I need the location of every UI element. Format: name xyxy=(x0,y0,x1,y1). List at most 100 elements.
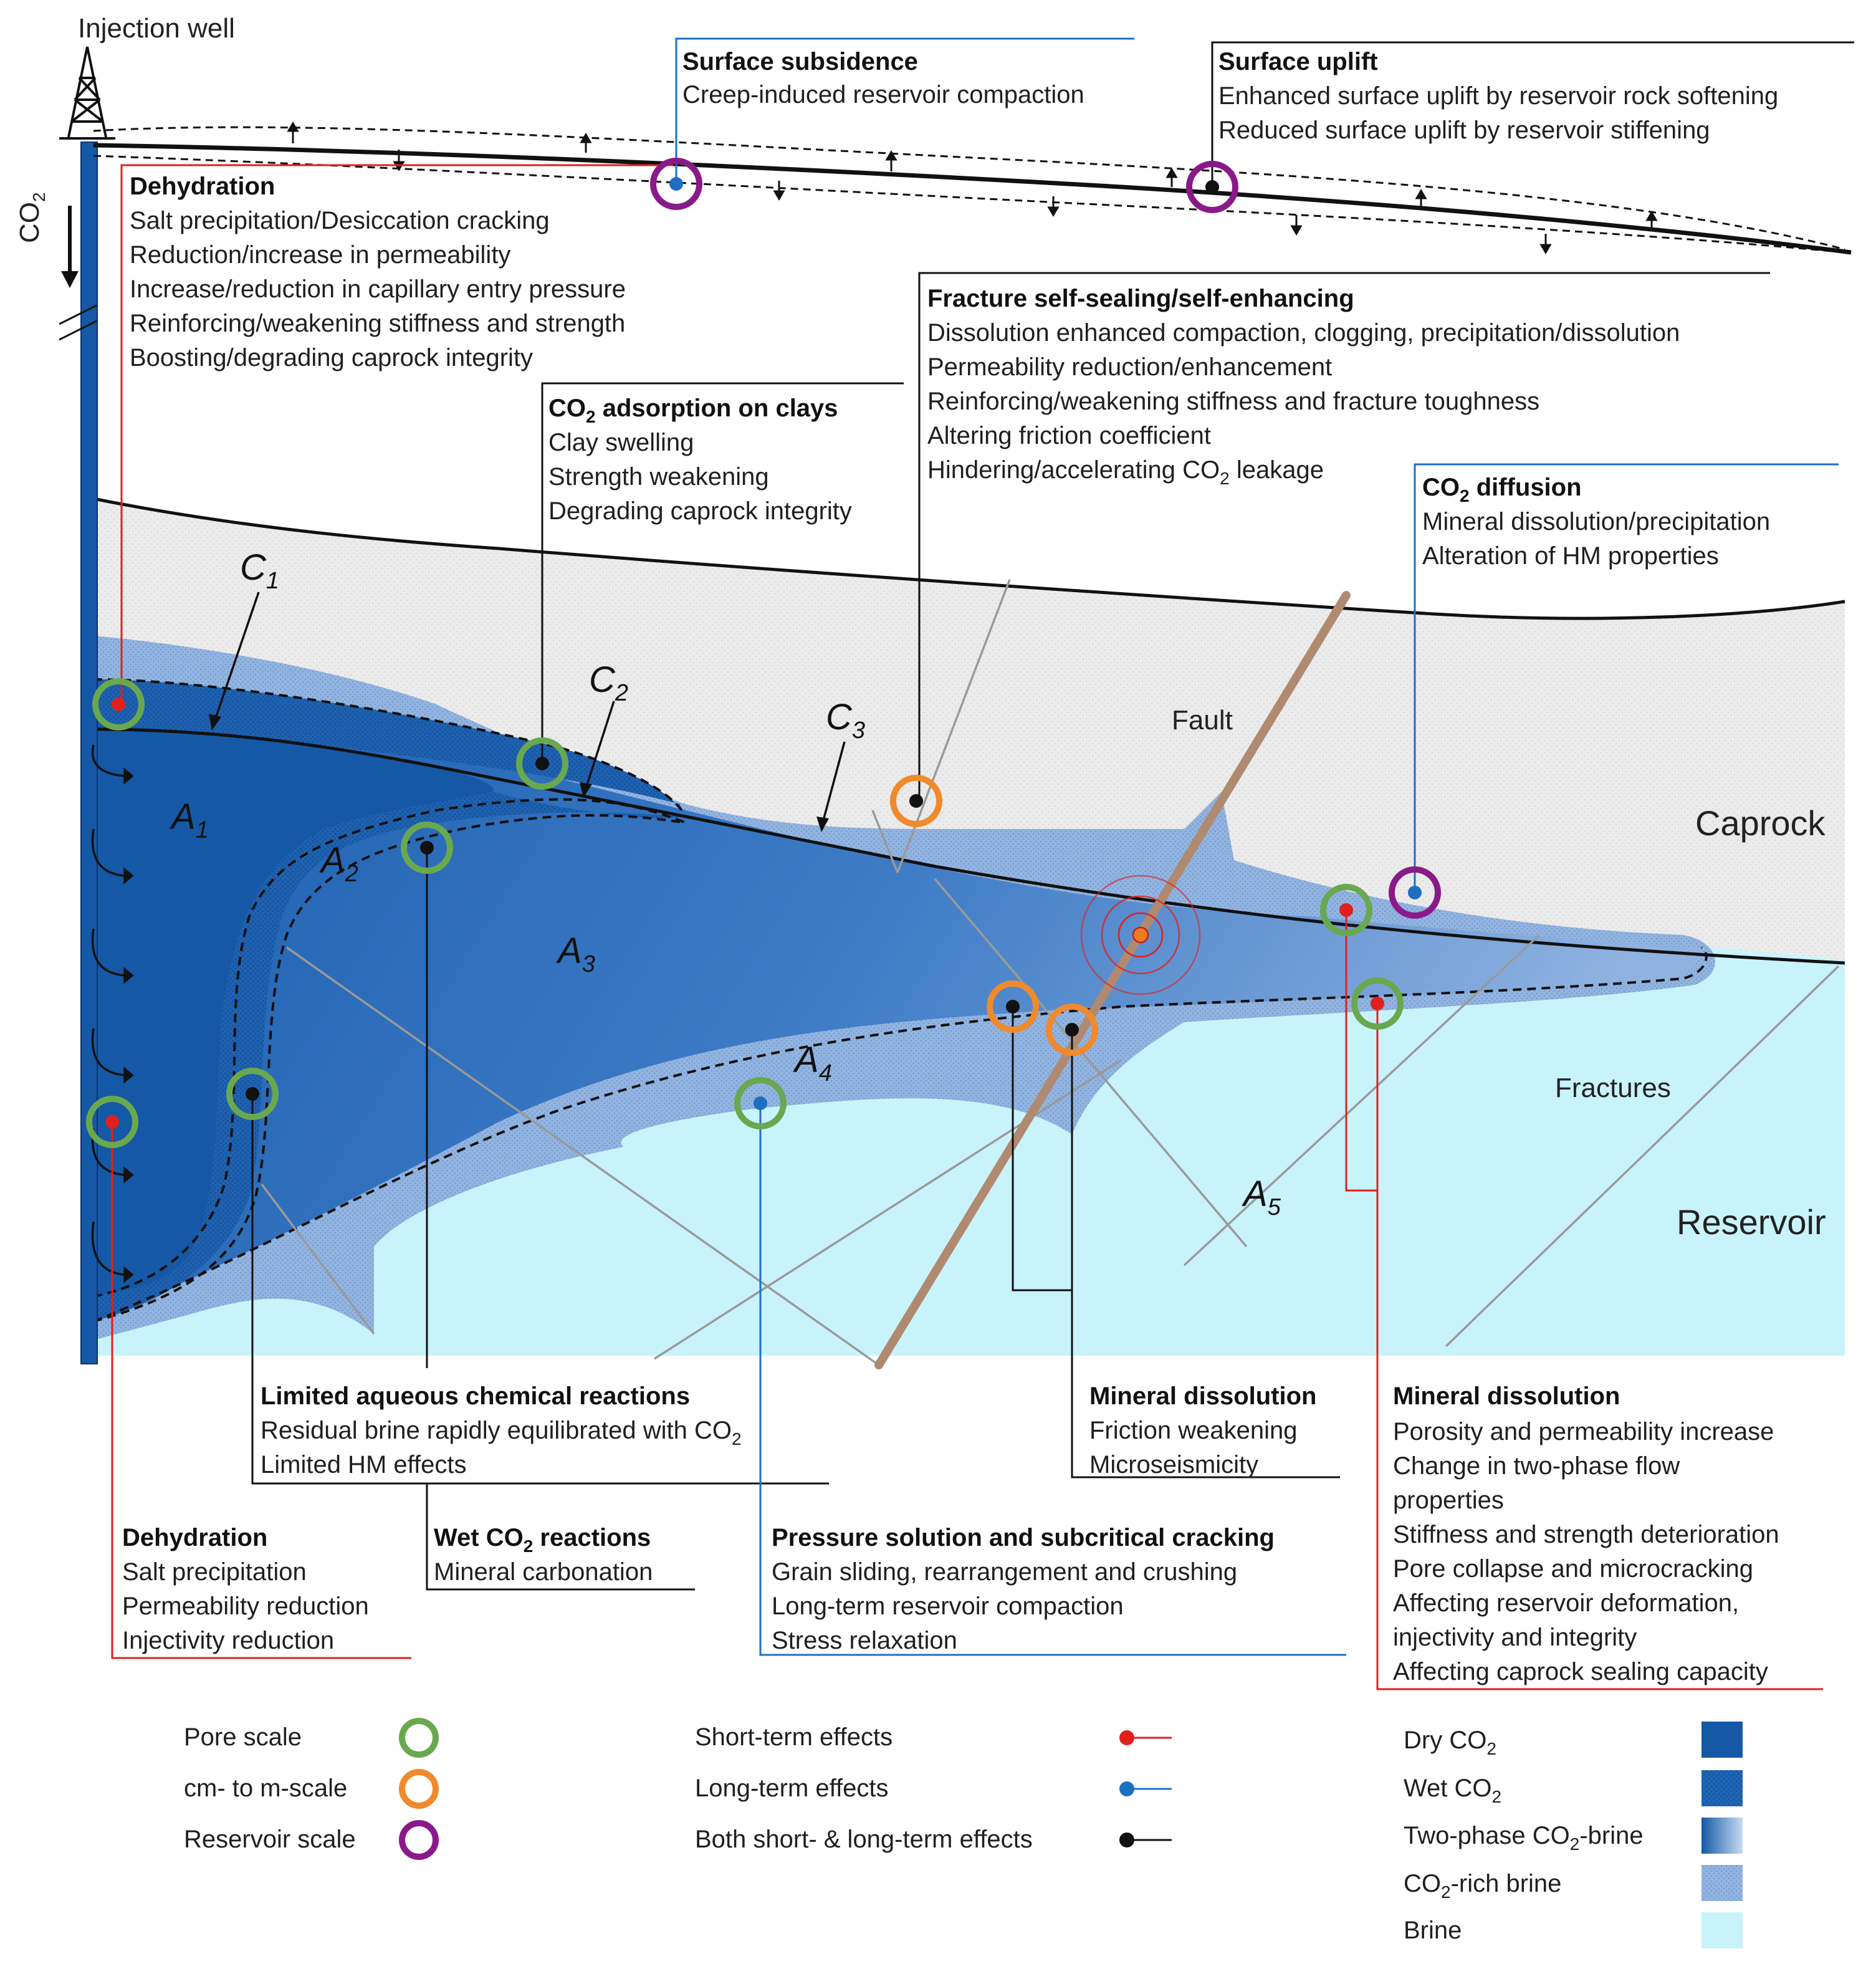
caprock-label: Caprock xyxy=(1695,803,1826,843)
displacement-arrows-icon xyxy=(287,122,1658,254)
zone-a4: A4 xyxy=(793,1040,832,1086)
svg-text:Microseismicity: Microseismicity xyxy=(1089,1451,1258,1478)
svg-text:Fracture self-sealing/self-enh: Fracture self-sealing/self-enhancing xyxy=(927,285,1354,312)
layer-labels: Caprock Reservoir Fault Fractures xyxy=(1172,705,1826,1242)
svg-text:Pressure solution and subcriti: Pressure solution and subcritical cracki… xyxy=(772,1524,1275,1551)
legend-cm-scale: cm- to m-scale xyxy=(184,1775,347,1802)
svg-text:Porosity and permeability incr: Porosity and permeability increase xyxy=(1393,1418,1774,1445)
box-dehydration-bottom: Dehydration Salt precipitation Permeabil… xyxy=(122,1524,369,1654)
co2-injection-arrow-icon xyxy=(61,206,79,288)
box-dehydration-top: Dehydration Salt precipitation/Desiccati… xyxy=(130,173,626,371)
box-mineral-dissolution-right: Mineral dissolution Porosity and permeab… xyxy=(1393,1382,1779,1685)
box-mineral-dissolution-mid: Mineral dissolution Friction weakening M… xyxy=(1089,1382,1316,1478)
svg-text:Long-term reservoir compaction: Long-term reservoir compaction xyxy=(772,1593,1124,1620)
legend-wet-co2: Wet CO2 xyxy=(1404,1775,1501,1806)
fractures-label: Fractures xyxy=(1555,1073,1671,1103)
svg-text:Limited HM effects: Limited HM effects xyxy=(261,1451,467,1478)
derrick-icon xyxy=(59,46,115,140)
legend-brine-swatch xyxy=(1701,1912,1743,1948)
pore-scale-marker xyxy=(1351,977,1404,1030)
pore-scale-marker xyxy=(734,1077,787,1129)
legend-dry-co2: Dry CO2 xyxy=(1404,1727,1496,1758)
dry-co2-region xyxy=(93,723,494,1296)
pore-scale-marker xyxy=(1320,884,1372,936)
svg-text:Residual brine rapidly equilib: Residual brine rapidly equilibrated with… xyxy=(261,1417,742,1449)
svg-text:Grain sliding, rearrangement a: Grain sliding, rearrangement and crushin… xyxy=(772,1558,1237,1586)
cm-scale-marker xyxy=(1046,1004,1098,1056)
wet-co2-band xyxy=(93,679,686,1321)
svg-text:Degrading caprock integrity: Degrading caprock integrity xyxy=(548,497,852,525)
svg-text:Permeability reduction: Permeability reduction xyxy=(122,1593,369,1620)
svg-text:Reinforcing/weakening stiffnes: Reinforcing/weakening stiffness and stre… xyxy=(130,310,625,337)
injection-flow-arrows xyxy=(91,744,134,1283)
svg-text:Mineral dissolution/precipitat: Mineral dissolution/precipitation xyxy=(1422,508,1770,535)
pore-scale-marker xyxy=(92,678,145,731)
svg-text:Wet CO2 reactions: Wet CO2 reactions xyxy=(434,1524,651,1556)
box-limited-reactions: Limited aqueous chemical reactions Resid… xyxy=(261,1382,742,1478)
svg-text:Boosting/degrading caprock int: Boosting/degrading caprock integrity xyxy=(130,344,533,371)
svg-text:Surface subsidence: Surface subsidence xyxy=(682,48,918,75)
pore-scale-marker xyxy=(516,737,568,790)
pore-scale-marker xyxy=(86,1096,138,1148)
svg-text:Change in two-phase flow: Change in two-phase flow xyxy=(1393,1452,1680,1480)
legend-co2-rich-brine: CO2-rich brine xyxy=(1404,1870,1561,1902)
pore-scale-marker xyxy=(401,822,453,874)
svg-text:Reinforcing/weakening stiffnes: Reinforcing/weakening stiffness and frac… xyxy=(927,388,1539,415)
svg-text:Surface uplift: Surface uplift xyxy=(1218,48,1378,75)
svg-text:injectivity and integrity: injectivity and integrity xyxy=(1393,1624,1637,1651)
legend-both-effects: Both short- & long-term effects xyxy=(695,1826,1033,1853)
svg-text:Clay swelling: Clay swelling xyxy=(548,429,694,456)
svg-text:Permeability reduction/enhance: Permeability reduction/enhancement xyxy=(927,353,1332,381)
injection-well: Injection well CO2 xyxy=(14,13,235,1364)
svg-text:Stress relaxation: Stress relaxation xyxy=(772,1627,957,1654)
svg-text:CO2 diffusion: CO2 diffusion xyxy=(1422,474,1582,505)
svg-text:Strength weakening: Strength weakening xyxy=(548,463,769,491)
svg-text:Enhanced surface uplift by res: Enhanced surface uplift by reservoir roc… xyxy=(1218,82,1778,110)
box-pressure-solution: Pressure solution and subcritical cracki… xyxy=(772,1524,1275,1654)
svg-text:Mineral carbonation: Mineral carbonation xyxy=(434,1558,653,1586)
box-co2-adsorption: CO2 adsorption on clays Clay swelling St… xyxy=(548,395,852,525)
legend-phases: Dry CO2 Wet CO2 Two-phase CO2-brine CO2-… xyxy=(1404,1722,1743,1948)
legend-brine: Brine xyxy=(1404,1917,1462,1944)
box-co2-diffusion: CO2 diffusion Mineral dissolution/precip… xyxy=(1422,474,1770,570)
legend-effects: Short-term effects Long-term effects Bot… xyxy=(695,1723,1172,1853)
svg-text:Limited aqueous chemical react: Limited aqueous chemical reactions xyxy=(261,1382,690,1410)
svg-text:Altering friction coefficient: Altering friction coefficient xyxy=(927,422,1211,449)
co2-vertical-label: CO2 xyxy=(14,192,49,243)
svg-text:Increase/reduction in capillar: Increase/reduction in capillary entry pr… xyxy=(130,275,626,303)
zone-a5: A5 xyxy=(1242,1174,1281,1220)
legend-reservoir-scale-swatch xyxy=(399,1820,439,1860)
injection-well-label: Injection well xyxy=(78,13,235,44)
legend: Pore scale cm- to m-scale Reservoir scal… xyxy=(184,1718,1743,1948)
svg-text:Reduction/increase in permeabi: Reduction/increase in permeability xyxy=(130,241,510,269)
fault xyxy=(874,591,1351,1369)
legend-cm-scale-swatch xyxy=(399,1769,439,1809)
svg-text:Hindering/accelerating CO2 lea: Hindering/accelerating CO2 leakage xyxy=(927,456,1324,488)
fractures-lines xyxy=(261,579,1840,1366)
svg-text:Dehydration: Dehydration xyxy=(130,173,275,200)
svg-text:Reduced surface uplift by rese: Reduced surface uplift by reservoir stif… xyxy=(1218,117,1710,144)
zone-c1: C1 xyxy=(240,547,279,594)
zone-a1: A1 xyxy=(170,797,209,843)
svg-text:Injectivity reduction: Injectivity reduction xyxy=(122,1627,334,1654)
legend-two-phase-swatch xyxy=(1701,1818,1743,1854)
zone-c3: C3 xyxy=(826,697,865,744)
legend-pore-scale: Pore scale xyxy=(184,1723,302,1751)
microseismicity-rings xyxy=(1080,874,1201,995)
legend-dry-co2-swatch xyxy=(1701,1722,1743,1758)
svg-text:Friction weakening: Friction weakening xyxy=(1089,1417,1298,1444)
svg-text:Stiffness and strength deterio: Stiffness and strength deterioration xyxy=(1393,1521,1779,1548)
pore-scale-marker xyxy=(226,1068,279,1120)
legend-scales: Pore scale cm- to m-scale Reservoir scal… xyxy=(184,1718,439,1860)
front-boundaries xyxy=(93,678,1708,1323)
leader-lines xyxy=(111,37,1854,1690)
svg-text:CO2 adsorption on clays: CO2 adsorption on clays xyxy=(548,395,838,426)
fault-label: Fault xyxy=(1172,705,1233,735)
zone-labels: C1 C2 C3 A1 A2 A3 A4 A5 xyxy=(170,547,1281,1220)
svg-text:Dehydration: Dehydration xyxy=(122,1524,267,1551)
legend-pore-scale-swatch xyxy=(399,1718,439,1758)
reservoir-scale-marker xyxy=(1389,866,1441,919)
scale-markers xyxy=(86,158,1441,1148)
svg-text:properties: properties xyxy=(1393,1487,1504,1514)
